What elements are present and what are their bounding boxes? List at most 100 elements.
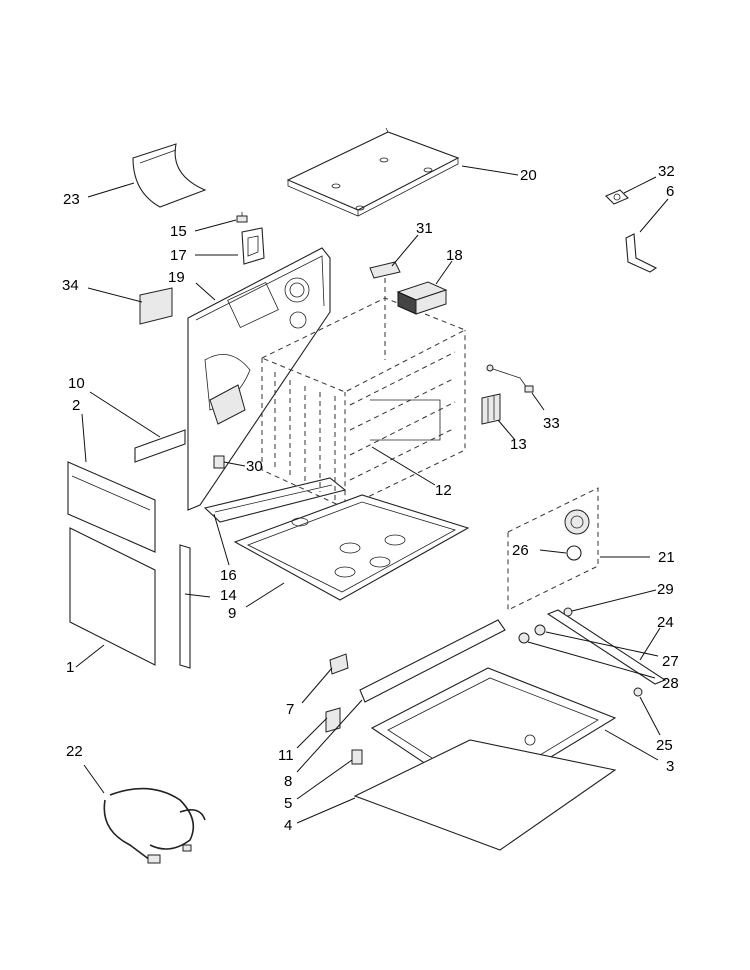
callout-34: 34	[62, 277, 79, 294]
callout-19: 19	[168, 269, 185, 286]
part-2-panel	[67, 461, 156, 553]
leader-13	[497, 419, 516, 441]
callout-3: 3	[666, 758, 674, 775]
part-5-foot	[351, 749, 363, 765]
leader-4	[296, 797, 356, 824]
leader-19	[195, 282, 216, 301]
leader-23	[87, 182, 135, 198]
leader-22	[83, 764, 105, 794]
callout-32: 32	[658, 163, 675, 180]
callout-28: 28	[662, 675, 679, 692]
callout-5: 5	[284, 795, 292, 812]
part-18-box	[396, 281, 448, 315]
leader-3	[604, 729, 659, 761]
part-1-side-panel	[69, 527, 156, 666]
part-23-bracket	[132, 143, 207, 208]
leader-6	[639, 198, 669, 233]
leader-26	[539, 549, 567, 554]
leader-1	[75, 644, 105, 668]
callout-26: 26	[512, 542, 529, 559]
part-17-bracket	[241, 227, 265, 265]
callout-30: 30	[246, 458, 263, 475]
callout-12: 12	[435, 482, 452, 499]
callout-10: 10	[68, 375, 85, 392]
part-9-bottom-tray	[233, 494, 470, 601]
part-33-probe	[486, 364, 534, 393]
part-25-bolt	[633, 687, 643, 697]
part-24-rail	[546, 609, 667, 685]
callout-14: 14	[220, 587, 237, 604]
part-21-assembly-outline	[507, 487, 599, 611]
leader-15	[194, 219, 237, 232]
leader-7	[301, 667, 333, 704]
part-31-sensor	[369, 261, 401, 360]
leader-11	[296, 717, 328, 749]
leader-10	[89, 391, 161, 438]
callout-17: 17	[170, 247, 187, 264]
part-6-bracket	[625, 233, 658, 273]
callout-23: 23	[63, 191, 80, 208]
callout-22: 22	[66, 743, 83, 760]
leader-8	[296, 699, 363, 773]
callout-13: 13	[510, 436, 527, 453]
part-8-long-strip	[359, 619, 506, 703]
leader-18	[435, 260, 453, 285]
leader-32	[623, 176, 657, 194]
leader-9	[245, 582, 285, 608]
callout-16: 16	[220, 567, 237, 584]
callout-11: 11	[278, 747, 294, 764]
callout-8: 8	[284, 773, 292, 790]
part-27-nut	[534, 624, 546, 636]
leader-28	[527, 641, 656, 679]
callout-31: 31	[416, 220, 433, 237]
leader-5	[296, 759, 353, 800]
callout-29: 29	[657, 581, 674, 598]
part-12-oven-cavity	[260, 297, 467, 509]
callout-20: 20	[520, 167, 537, 184]
callout-labels: 23 20 15 17 34 19 31 18 32 6 10 2 33 13 …	[62, 163, 679, 834]
part-22-power-cord	[103, 787, 206, 864]
callout-25: 25	[656, 737, 673, 754]
part-7-bracket	[329, 653, 349, 675]
part-15-screw	[236, 212, 248, 223]
leader-14	[184, 593, 211, 598]
leader-16	[213, 513, 230, 566]
leader-20	[461, 165, 519, 176]
leader-30	[223, 461, 246, 467]
callout-27: 27	[662, 653, 679, 670]
part-20-top-panel	[286, 127, 460, 217]
part-34-label	[139, 287, 173, 325]
part-32-clip	[605, 189, 629, 205]
part-29-bolt	[563, 607, 573, 617]
part-10-strip	[134, 429, 186, 463]
callout-7: 7	[286, 701, 294, 718]
leader-27	[545, 631, 659, 657]
callout-21: 21	[658, 549, 675, 566]
leader-34	[87, 287, 143, 303]
part-4-bottom-panel	[353, 739, 617, 851]
callout-1: 1	[66, 659, 74, 676]
leader-24	[639, 627, 661, 661]
leader-12	[371, 446, 436, 486]
part-19-rear-panel	[187, 247, 331, 511]
callout-9: 9	[228, 605, 236, 622]
part-11-leveler	[325, 707, 341, 733]
leader-25	[639, 696, 661, 736]
callout-4: 4	[284, 817, 292, 834]
part-13-terminal-block	[481, 393, 501, 425]
callout-2: 2	[72, 397, 80, 414]
part-28-washer	[518, 632, 530, 644]
leader-33	[531, 392, 545, 411]
leader-2	[81, 413, 87, 463]
callout-24: 24	[657, 614, 674, 631]
callout-33: 33	[543, 415, 560, 432]
part-14-strip	[179, 544, 191, 669]
callout-6: 6	[666, 183, 674, 200]
leader-31	[391, 234, 419, 267]
callout-18: 18	[446, 247, 463, 264]
callout-15: 15	[170, 223, 187, 240]
leader-lines	[75, 165, 669, 824]
leader-29	[571, 589, 657, 612]
part-30-connector	[213, 455, 225, 469]
